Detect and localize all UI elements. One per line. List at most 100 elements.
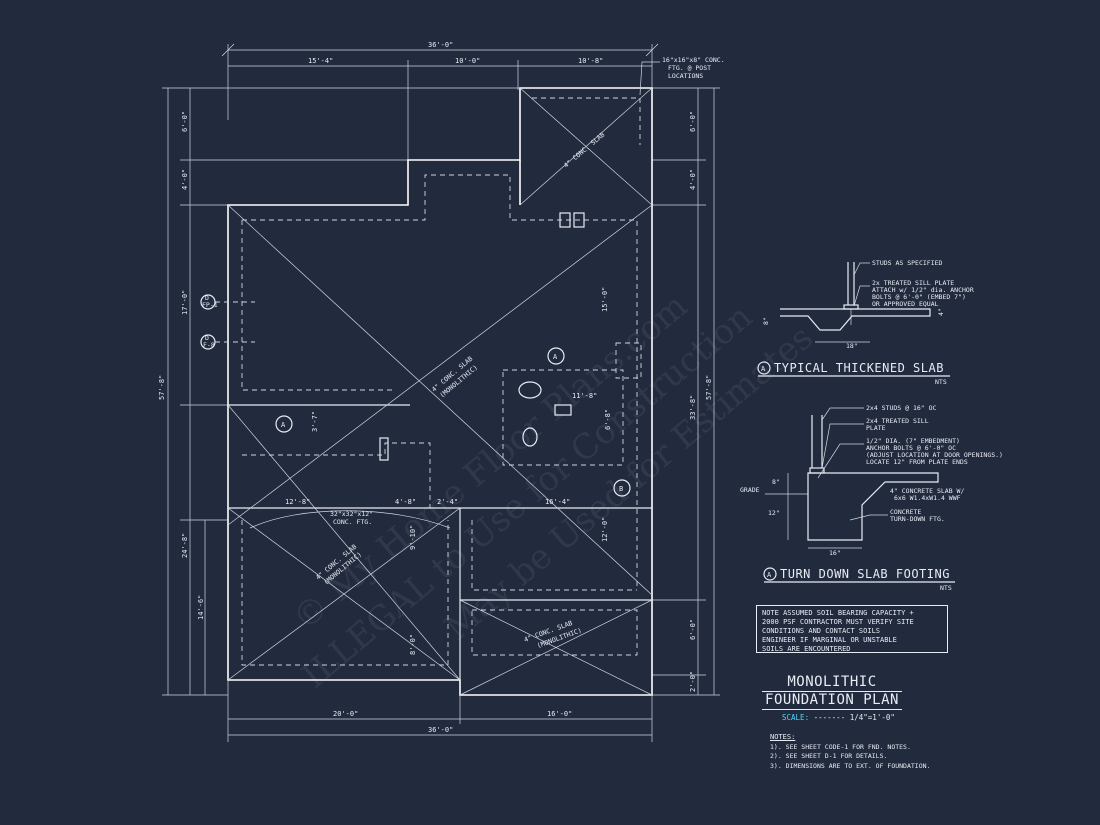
dim-bottom-seg2: 16'-0" <box>547 710 572 718</box>
note-item-3: 3). DIMENSIONS ARE TO EXT. OF FOUNDATION… <box>770 761 931 770</box>
fixture-3 <box>522 427 538 447</box>
detail-a-nts: NTS <box>935 378 947 386</box>
dim-left-c: 17'-0" <box>181 290 189 315</box>
detail-b-note5-1: CONCRETE <box>890 508 921 516</box>
dim-right-b: 4'-0" <box>689 169 697 190</box>
detail-a-tag-circle <box>757 361 771 375</box>
dim-left-overall: 57'-8" <box>158 375 166 400</box>
detail-b-note3-2: ANCHOR BOLTS @ 6'-0" OC <box>866 444 956 452</box>
detail-thickened-slab: 18" 8" 4" STUDS AS SPECIFIED 2x TREATED … <box>757 259 974 386</box>
dim-left-a: 6'-0" <box>181 111 189 132</box>
section-marker-a2 <box>275 415 293 433</box>
dim-8-0: 8'-0" <box>409 634 417 655</box>
note-item-2: 2). SEE SHEET D-1 FOR DETAILS. <box>770 752 888 760</box>
right-dimensions: 57'-8" 6'-0" 4'-0" 33'-8" 6'-0" 2'-0" <box>652 87 720 696</box>
dim-left-b: 4'-0" <box>181 169 189 190</box>
dim-top-seg3: 10'-8" <box>578 57 603 65</box>
dim-right-e: 2'-0" <box>689 671 697 692</box>
fixture-1 <box>518 381 542 399</box>
dim-2-4: 2'-4" <box>437 498 458 506</box>
dim-11-8: 11'-8" <box>572 392 597 400</box>
detail-a-dim-18: 18" <box>846 342 858 350</box>
dim-left-e: 14'-6" <box>197 595 205 620</box>
conc-ftg-size: 32"x32"x12" <box>330 510 373 518</box>
detail-b-note4-1: 4" CONCRETE SLAB W/ <box>890 487 964 495</box>
plan-title-line2: FOUNDATION PLAN <box>762 692 902 710</box>
dim-right-a: 6'-0" <box>689 111 697 132</box>
post-ftg-line3: LOCATIONS <box>668 72 703 80</box>
detail-tag-fp1: FP-1 <box>202 301 218 309</box>
dim-15-0: 15'-0" <box>601 287 609 312</box>
section-tag-a2: A <box>281 421 286 429</box>
detail-b-note3-4: LOCATE 12" FROM PLATE ENDS <box>866 458 968 466</box>
dim-right-d: 6'-0" <box>689 619 697 640</box>
notes-heading: NOTES: <box>770 733 796 741</box>
detail-b-tag: A <box>767 571 772 579</box>
dim-left-d: 24'-8" <box>181 533 189 558</box>
foundation-outline <box>227 87 653 696</box>
detail-tag-d2: D <box>205 334 209 342</box>
scale-label: SCALE: <box>782 713 810 722</box>
detail-b-grade: GRADE <box>740 486 760 494</box>
fixture-4 <box>379 437 389 461</box>
dim-4-8: 4'-8" <box>395 498 416 506</box>
dim-bottom-overall: 36'-0" <box>428 726 453 734</box>
dim-bottom-seg1: 20'-0" <box>333 710 358 718</box>
fixture-2 <box>554 404 572 416</box>
dim-top-seg2: 10'-0" <box>455 57 480 65</box>
left-dimensions: 57'-8" 6'-0" 4'-0" 17'-0" 24'-8" 14'-6" <box>158 87 520 696</box>
section-tag-b: B <box>619 485 623 493</box>
dim-6-8: 6'-8" <box>604 409 612 430</box>
dim-9-10: 9'-10" <box>409 525 417 550</box>
detail-a-note2-3: BOLTS @ 6'-0" (EMBED 7") <box>872 293 966 301</box>
note-item-1: 1). SEE SHEET CODE-1 FOR FND. NOTES. <box>770 742 911 751</box>
plan-scale: SCALE: ------- 1/4"=1'-0" <box>782 713 895 722</box>
inner-dimensions: 15'-0" 11'-8" 6'-8" 12'-8" 4'-8" 2'-4" 1… <box>285 287 612 655</box>
detail-b-note2-1: 2x4 TREATED SILL <box>866 417 929 425</box>
detail-tag-f8: F-8 <box>203 341 215 349</box>
dim-16-4: 16'-4" <box>545 498 570 506</box>
detail-b-nts: NTS <box>940 584 952 592</box>
detail-b-dim-8: 8" <box>772 478 780 486</box>
plan-title-line1: MONOLITHIC <box>762 674 902 692</box>
general-notes: NOTES: 1). SEE SHEET CODE-1 FOR FND. NOT… <box>770 733 930 771</box>
section-marker-a-plan <box>547 347 565 365</box>
top-dimensions: 36'-0" 15'-4" 10'-0" 10'-8" <box>221 41 659 160</box>
dim-12-0: 12'-0" <box>601 517 609 542</box>
section-marker-b <box>613 479 631 497</box>
dim-3-7: 3'-7" <box>311 411 319 432</box>
dim-12-8: 12'-8" <box>285 498 310 506</box>
dim-right-overall: 57'-8" <box>705 375 713 400</box>
slab-note-top: 4" CONC. SLAB <box>562 131 606 170</box>
detail-b-note4-2: 6x6 W1.4xW1.4 WWF <box>894 494 961 502</box>
detail-a-note1: STUDS AS SPECIFIED <box>872 259 943 267</box>
detail-b-dim-12: 12" <box>768 509 780 517</box>
detail-b-note3-3: (ADJUST LOCATION AT DOOR OPENINGS.) <box>866 451 1003 459</box>
dim-top-overall: 36'-0" <box>428 41 453 49</box>
detail-b-dim-16: 16" <box>829 549 841 557</box>
plan-title: MONOLITHIC FOUNDATION PLAN <box>762 674 902 710</box>
conc-ftg-label: CONC. FTG. <box>333 518 372 526</box>
detail-a-tag: A <box>761 365 766 373</box>
post-ftg-line2: FTG. @ POST <box>668 64 711 72</box>
detail-b-note2-2: PLATE <box>866 424 886 432</box>
bottom-dimensions: 20'-0" 16'-0" 36'-0" <box>227 680 653 742</box>
detail-a-dim-8: 8" <box>762 317 770 325</box>
detail-a-note2-1: 2x TREATED SILL PLATE <box>872 279 954 287</box>
watermark: © My Home Floor Plans.com ILLEGAL to Use… <box>285 286 820 696</box>
dim-top-seg1: 15'-4" <box>308 57 333 65</box>
detail-turn-down-footing: GRADE 8" 12" 16" 2x4 STUDS @ 16" OC 2x4 … <box>740 404 1003 592</box>
detail-tag-d1: D <box>205 294 209 302</box>
detail-a-title: TYPICAL THICKENED SLAB <box>774 361 944 375</box>
detail-b-tag-circle <box>763 567 777 581</box>
dim-right-c: 33'-8" <box>689 395 697 420</box>
detail-b-note1: 2x4 STUDS @ 16" OC <box>866 404 937 412</box>
scale-value: ------- 1/4"=1'-0" <box>813 713 895 722</box>
soil-bearing-note: NOTE ASSUMED SOIL BEARING CAPACITY + 200… <box>756 605 948 653</box>
detail-b-note5-2: TURN-DOWN FTG. <box>890 515 945 523</box>
detail-b-note3-1: 1/2" DIA. (7" EMBEDMENT) <box>866 437 960 445</box>
detail-a-note2-4: OR APPROVED EQUAL <box>872 300 939 308</box>
detail-a-note2-2: ATTACH w/ 1/2" dia. ANCHOR <box>872 286 974 294</box>
detail-b-title: TURN DOWN SLAB FOOTING <box>780 567 950 581</box>
